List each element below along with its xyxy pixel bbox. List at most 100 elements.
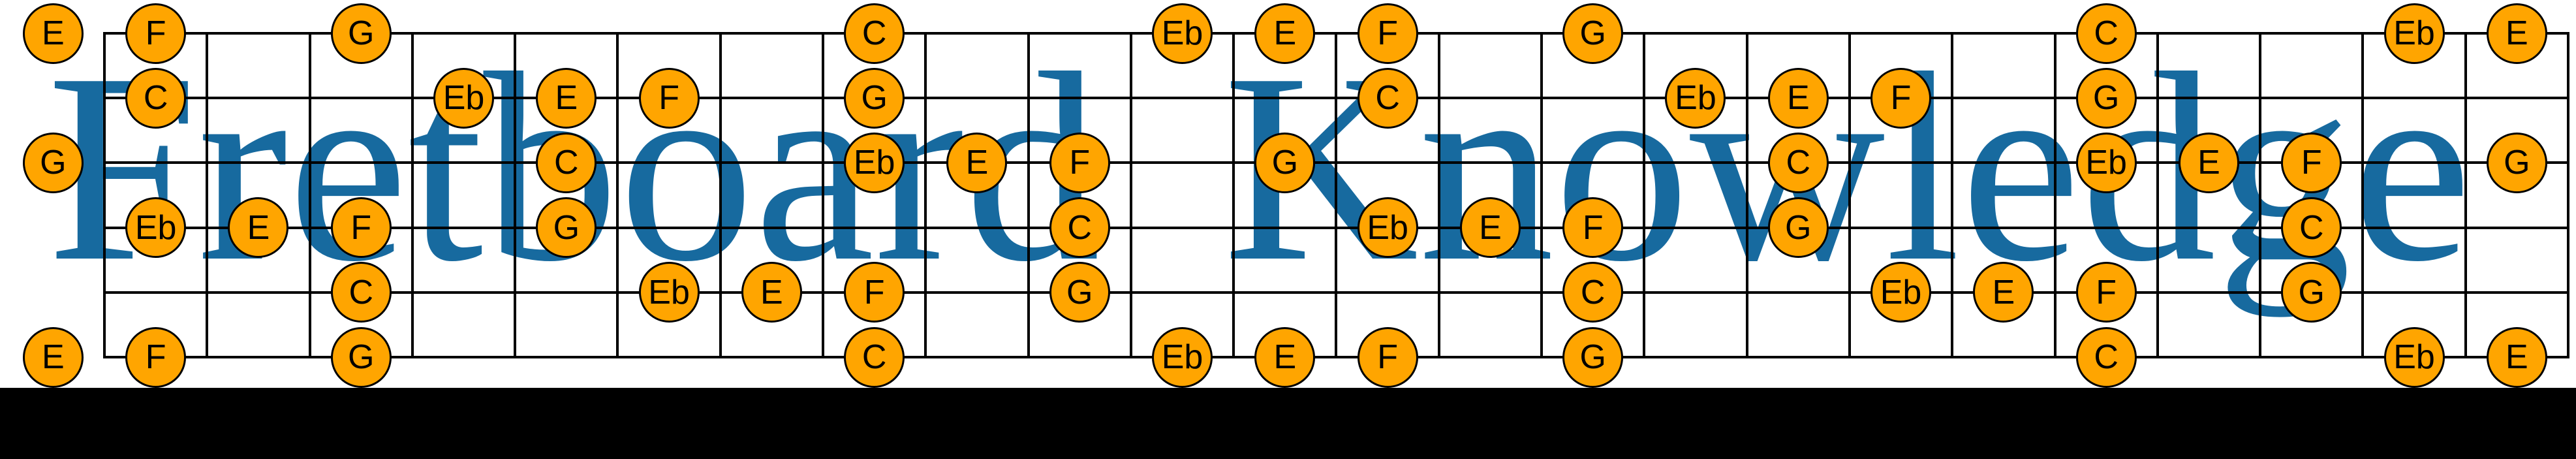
fret-line-18: [1951, 32, 1954, 358]
note-dot-s6-f8: C: [844, 326, 905, 388]
note-dot-s3-f21: E: [2178, 132, 2239, 193]
note-dot-s6-f3: G: [330, 326, 392, 388]
note-label: G: [347, 338, 375, 376]
note-dot-s5-f7: E: [741, 262, 802, 323]
note-label: F: [145, 338, 166, 376]
note-dot-s2-f16: Eb: [1665, 67, 1726, 129]
note-dot-s6-f20: C: [2075, 326, 2137, 388]
note-label: F: [2301, 144, 2322, 182]
note-dot-s1-f11: Eb: [1152, 3, 1213, 64]
note-dot-s3-f24: G: [2486, 132, 2547, 193]
note-label: E: [42, 14, 65, 52]
fret-line-20: [2156, 32, 2159, 358]
fret-line-4: [514, 32, 517, 358]
fret-line-19: [2053, 32, 2056, 358]
note-label: G: [1579, 14, 1606, 52]
fret-line-9: [1027, 32, 1030, 358]
note-dot-s1-f13: F: [1357, 3, 1418, 64]
note-label: Eb: [134, 208, 177, 247]
note-dot-s5-f20: F: [2075, 262, 2137, 323]
note-dot-s3-f5: C: [536, 132, 597, 193]
note-dot-s3-f20: Eb: [2075, 132, 2137, 193]
note-dot-s6-f13: F: [1357, 326, 1418, 388]
nut-line: [103, 32, 106, 358]
note-dot-s5-f19: E: [1973, 262, 2034, 323]
fret-line-1: [206, 32, 209, 358]
note-dot-s1-f0: E: [22, 3, 84, 64]
note-label: C: [554, 144, 579, 182]
note-dot-s2-f17: E: [1767, 67, 1829, 129]
fret-line-17: [1848, 32, 1851, 358]
note-dot-s4-f14: E: [1459, 197, 1521, 259]
note-label: F: [350, 208, 372, 247]
note-label: F: [145, 14, 166, 52]
note-label: G: [553, 208, 580, 247]
note-label: E: [1786, 79, 1810, 118]
note-label: E: [42, 338, 65, 376]
note-dot-s6-f1: F: [125, 326, 187, 388]
note-label: C: [1067, 208, 1093, 247]
note-label: G: [1271, 144, 1299, 182]
note-dot-s3-f10: F: [1049, 132, 1110, 193]
fret-line-23: [2464, 32, 2467, 358]
note-dot-s3-f12: G: [1254, 132, 1316, 193]
fret-line-3: [411, 32, 414, 358]
note-dot-s4-f3: F: [330, 197, 392, 259]
note-dot-s1-f23: Eb: [2383, 3, 2445, 64]
note-label: C: [2299, 208, 2324, 247]
note-dot-s2-f1: C: [125, 67, 187, 129]
note-label: F: [1377, 14, 1398, 52]
note-label: E: [2505, 338, 2528, 376]
note-label: C: [861, 14, 887, 52]
note-label: Eb: [1367, 208, 1408, 247]
note-label: E: [1992, 273, 2015, 311]
note-dot-s4-f22: C: [2281, 197, 2342, 259]
note-label: F: [659, 79, 679, 118]
note-dot-s4-f1: Eb: [125, 197, 187, 259]
note-label: G: [40, 144, 67, 182]
bottom-black-band: [0, 388, 2576, 459]
note-label: Eb: [442, 79, 485, 118]
note-label: E: [555, 79, 578, 118]
note-dot-s6-f23: Eb: [2383, 326, 2445, 388]
note-label: G: [2092, 79, 2120, 118]
note-label: Eb: [1675, 79, 1716, 118]
note-label: C: [143, 79, 168, 118]
fret-line-6: [719, 32, 722, 358]
note-dot-s1-f24: E: [2486, 3, 2547, 64]
note-dot-s4-f17: G: [1767, 197, 1829, 259]
note-label: C: [1786, 144, 1811, 182]
note-label: G: [861, 79, 888, 118]
note-dot-s3-f17: C: [1767, 132, 1829, 193]
note-label: Eb: [1161, 338, 1203, 376]
note-label: G: [2298, 273, 2325, 311]
note-dot-s3-f8: Eb: [844, 132, 905, 193]
note-dot-s3-f0: G: [22, 132, 84, 193]
note-label: Eb: [2393, 14, 2435, 52]
note-dot-s6-f12: E: [1254, 326, 1316, 388]
note-dot-s1-f12: E: [1254, 3, 1316, 64]
note-dot-s5-f22: G: [2281, 262, 2342, 323]
note-dot-s6-f11: Eb: [1152, 326, 1213, 388]
note-label: E: [965, 144, 989, 182]
note-label: E: [2505, 14, 2528, 52]
note-dot-s5-f3: C: [330, 262, 392, 323]
note-dot-s5-f18: Eb: [1870, 262, 1932, 323]
note-dot-s5-f8: F: [844, 262, 905, 323]
note-dot-s2-f8: G: [844, 67, 905, 129]
note-label: F: [1377, 338, 1398, 376]
fret-line-16: [1745, 32, 1748, 358]
note-dot-s6-f0: E: [22, 326, 84, 388]
note-label: F: [1890, 79, 1912, 118]
note-label: G: [1579, 338, 1606, 376]
note-dot-s2-f5: E: [536, 67, 597, 129]
note-label: C: [1375, 79, 1400, 118]
note-dot-s2-f4: Eb: [433, 67, 494, 129]
fret-line-22: [2361, 32, 2365, 358]
note-label: Eb: [1161, 14, 1203, 52]
fret-line-2: [308, 32, 311, 358]
note-dot-s5-f6: Eb: [638, 262, 700, 323]
fret-line-8: [924, 32, 927, 358]
